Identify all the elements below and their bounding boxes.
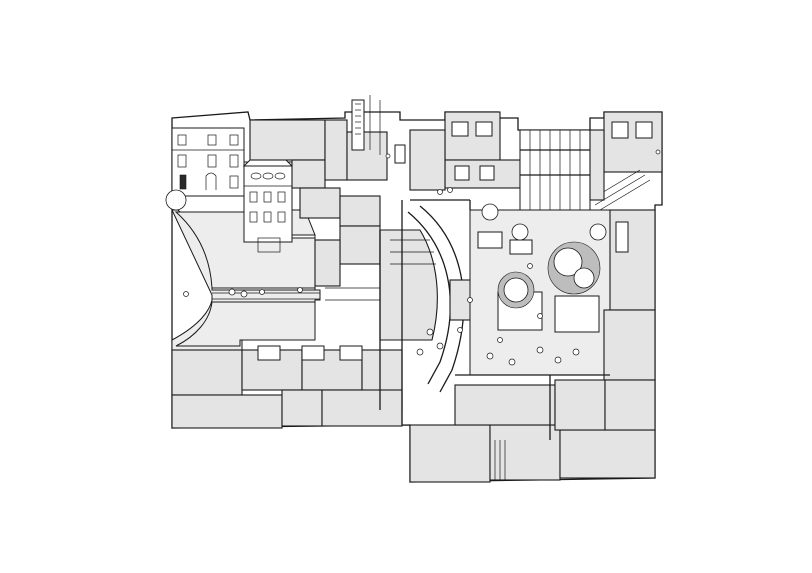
georgian-house [242, 155, 294, 253]
pavilion-building [409, 111, 521, 191]
left-courtyard [171, 209, 321, 351]
terrace-house-left [171, 127, 245, 197]
stair-tower [351, 95, 406, 164]
trees [165, 189, 607, 309]
top-rooms-left [249, 119, 388, 287]
bottom-right-rooms [409, 379, 656, 483]
glass-pavilion [519, 129, 591, 211]
people-figures [183, 149, 661, 366]
interior-walls [325, 199, 610, 440]
bottom-left-rooms [171, 345, 403, 429]
garden-court [469, 209, 656, 381]
top-right-building [589, 111, 663, 211]
